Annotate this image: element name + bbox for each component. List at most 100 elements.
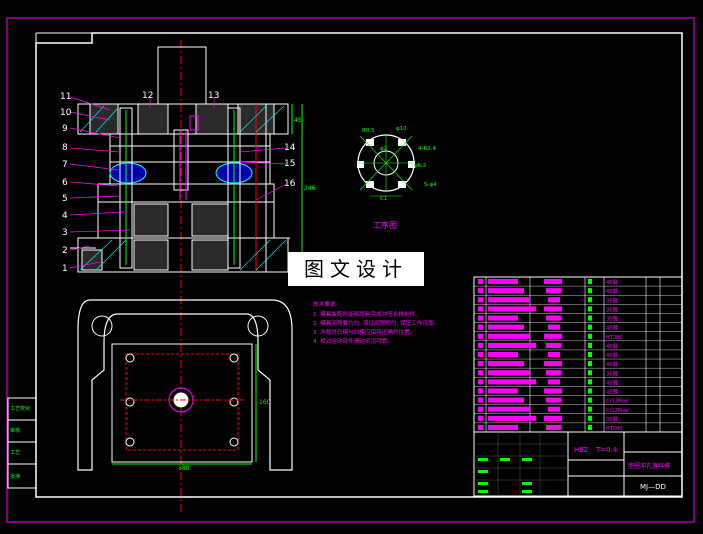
bom-code-cell	[488, 379, 536, 385]
section-hatching	[79, 105, 287, 271]
bom-material-cell: 35钢	[606, 316, 617, 323]
bom-name-cell	[546, 424, 561, 430]
part-number-label: 10	[60, 108, 72, 118]
side-dimensions: 45 246	[291, 104, 316, 272]
bom-qty-cell	[588, 306, 592, 312]
bom-code-cell	[488, 424, 518, 430]
bom-name-cell	[548, 297, 560, 303]
bom-code-cell	[488, 333, 530, 339]
bom-qty-cell	[588, 397, 592, 403]
bom-name-cell	[544, 388, 562, 394]
bom-index-cell	[478, 397, 483, 403]
bom-name-cell	[544, 279, 562, 285]
bom-material-cell: 45钢	[606, 343, 617, 350]
title-drawing-number: MJ—DD	[640, 483, 666, 491]
bom-qty-cell	[588, 351, 592, 358]
bom-index-cell	[478, 415, 483, 421]
bom-index-cell	[478, 279, 483, 285]
process-diagram: R0.5 φ10 φ2 C1 4-R2.4 φ6.2 5-φ4 工序图	[357, 126, 437, 230]
bom-code-cell	[488, 324, 524, 330]
bom-index-cell	[478, 333, 483, 339]
bom-code-cell	[488, 406, 530, 412]
bom-code-cell	[488, 279, 518, 285]
note-line: 2. 模具间隙要均匀, 保证间隙均匀, 保证工作可靠。	[313, 319, 439, 327]
process-dimension: R0.5	[362, 128, 375, 134]
bom-index-cell	[478, 406, 483, 412]
bom-name-cell	[548, 406, 560, 412]
bom-material-cell: Cr12MoV	[606, 408, 629, 414]
title-name: 垫圈冲孔落料模	[628, 462, 670, 470]
bom-index-cell	[478, 288, 483, 294]
part-number-label: 9	[62, 124, 68, 134]
part-number-label: 7	[62, 160, 68, 170]
part-number-label: 12	[142, 91, 153, 101]
bom-qty-cell	[588, 279, 592, 285]
bom-name-cell	[548, 379, 560, 385]
bom-qty-cell	[588, 342, 592, 348]
right-part-numbers: 14 15 16	[284, 143, 296, 189]
bom-name-cell	[544, 361, 562, 367]
bom-code-cell	[488, 397, 524, 403]
left-part-numbers: 11 10 9 8 7 6 5 4 3 2 1	[60, 92, 72, 274]
bom-qty-cell	[588, 333, 592, 339]
bom-name-cell	[546, 315, 561, 321]
process-dimension: 4-R2.4	[418, 146, 437, 152]
title-thickness: T=0.4	[595, 446, 618, 454]
bom-index-cell	[478, 361, 483, 367]
bom-qty-cell	[588, 361, 592, 367]
bom-name-cell	[546, 397, 561, 403]
process-dimension: C1	[380, 196, 387, 202]
part-number-label: 6	[62, 178, 68, 188]
process-diagram-label: 工序图	[373, 220, 397, 230]
bom-index-cell	[478, 370, 483, 376]
notes-title: 技术要求:	[313, 300, 337, 308]
bom-code-cell	[488, 297, 530, 303]
bom-index-cell	[478, 342, 483, 348]
bom-qty-cell	[588, 288, 592, 294]
bom-index-cell	[478, 324, 483, 330]
bom-code-cell	[488, 361, 524, 367]
bom-name-cell	[548, 324, 560, 330]
part-number-label: 1	[62, 264, 68, 274]
plan-height-dimension: 160	[259, 399, 271, 406]
approval-label: 工艺校对	[10, 405, 30, 412]
bom-index-cell	[478, 379, 483, 385]
bom-name-cell	[546, 288, 561, 294]
dimension-label: 246	[304, 185, 316, 192]
bom-material-cell: 35钢	[606, 297, 617, 304]
part-number-label: 3	[62, 228, 68, 238]
bom-code-cell	[488, 351, 518, 358]
bom-qty-cell	[588, 415, 592, 421]
top-part-numbers: 12 13	[142, 91, 219, 101]
bom-material-cell: HT200	[606, 426, 622, 432]
approval-label: 批准	[10, 473, 20, 480]
bom-material-cell: 35钢	[606, 416, 617, 423]
bom-index-cell	[478, 297, 483, 303]
bom-name-cell	[544, 306, 562, 312]
plan-width-dimension: 180	[178, 465, 190, 472]
bom-qty-cell	[588, 315, 592, 321]
part-number-label: 11	[60, 92, 71, 102]
part-number-label: 15	[284, 159, 295, 169]
die-plan-view: 180 160	[77, 299, 293, 472]
bom-material-cell: Cr12MoV	[606, 399, 629, 405]
part-number-label: 13	[208, 91, 219, 101]
bom-material-cell: 45钢	[606, 379, 617, 386]
bom-index-cell	[478, 351, 483, 358]
bom-code-cell	[488, 342, 536, 348]
bom-name-cell	[548, 351, 560, 358]
bom-material-cell: 45钢	[606, 389, 617, 396]
outer-border	[6, 17, 695, 523]
part-number-label: 16	[284, 179, 296, 189]
bom-material-cell: 45钢	[606, 352, 617, 359]
bom-material-cell: 45钢	[606, 279, 617, 286]
bom-qty-cell	[588, 324, 592, 330]
bom-material-cell: 45钢	[606, 288, 617, 295]
note-line: 3. 冲裁时凸模与凹模应保持正确的位置。	[313, 328, 415, 336]
process-dimension: φ10	[396, 126, 407, 132]
bom-code-cell	[488, 288, 524, 294]
bom-name-cell	[546, 342, 561, 348]
bom-name-cell	[544, 415, 562, 421]
bom-code-cell	[488, 415, 536, 421]
